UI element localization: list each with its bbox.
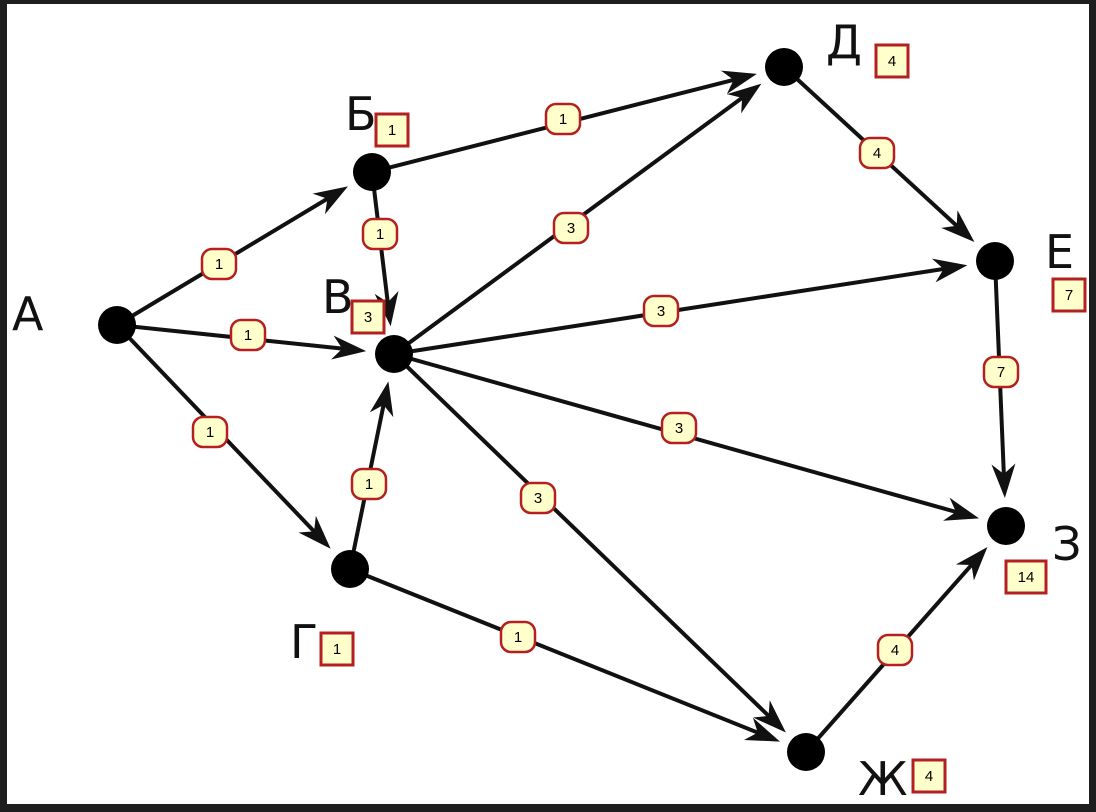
node-label: В bbox=[322, 270, 354, 324]
edge-weight-box bbox=[642, 294, 680, 328]
node-Zh bbox=[787, 733, 825, 771]
arrowhead-icon bbox=[331, 335, 367, 360]
node-label: Б bbox=[345, 87, 377, 141]
edge-G-Zh bbox=[349, 567, 774, 741]
node-Z bbox=[987, 507, 1025, 545]
node-value: 14 bbox=[1018, 569, 1035, 586]
edge-weight-box bbox=[499, 620, 537, 654]
node-label: З bbox=[1052, 517, 1082, 571]
edge-weight-box bbox=[361, 217, 399, 251]
arrowhead-icon bbox=[955, 546, 988, 581]
edge-weight-box bbox=[544, 102, 582, 136]
edge-weight: 4 bbox=[891, 642, 899, 659]
node-value: 1 bbox=[333, 641, 341, 658]
node-value: 4 bbox=[925, 768, 933, 785]
node-label: Д bbox=[826, 15, 862, 69]
edge-weight: 1 bbox=[365, 476, 373, 493]
edge-weight-box bbox=[876, 633, 914, 667]
node-value-box bbox=[911, 758, 947, 794]
arrowhead-icon bbox=[931, 258, 968, 283]
arrowhead-icon bbox=[369, 381, 394, 418]
node-value: 3 bbox=[364, 309, 372, 326]
arrowhead-icon bbox=[943, 497, 980, 521]
edge-weight: 1 bbox=[376, 226, 384, 243]
arrowhead-icon bbox=[991, 463, 1016, 499]
node-V bbox=[375, 335, 413, 373]
arrowhead-icon bbox=[726, 83, 762, 114]
edge-weight: 1 bbox=[559, 111, 567, 128]
edge-weight-box bbox=[519, 481, 557, 515]
edge-V-Zh bbox=[392, 352, 782, 729]
edge-weight-box bbox=[660, 411, 698, 445]
node-label: Ж bbox=[858, 752, 908, 804]
arrowhead-icon bbox=[743, 717, 781, 742]
arrowhead-icon bbox=[720, 70, 757, 94]
node-E bbox=[976, 242, 1014, 280]
edge-weight-box bbox=[552, 211, 590, 245]
edge-weight: 4 bbox=[873, 145, 881, 162]
node-label: Г bbox=[290, 615, 318, 669]
node-value-box bbox=[374, 112, 410, 148]
node-G bbox=[331, 550, 369, 588]
node-value-box bbox=[1051, 277, 1087, 313]
node-value-box bbox=[874, 43, 910, 79]
edge-weight: 7 bbox=[997, 364, 1005, 381]
edge-weight-box bbox=[191, 415, 229, 449]
node-value-box bbox=[319, 631, 355, 667]
arrowhead-icon bbox=[753, 700, 786, 733]
node-value-box bbox=[1004, 559, 1048, 595]
node-value: 1 bbox=[388, 122, 396, 139]
edge-weight: 1 bbox=[514, 629, 522, 646]
edge-weight: 3 bbox=[534, 490, 542, 507]
edge-weight: 3 bbox=[567, 220, 575, 237]
arrowhead-icon bbox=[312, 186, 348, 215]
edge-weight-box bbox=[200, 247, 238, 281]
node-value-box bbox=[350, 299, 386, 335]
edge-weight-box bbox=[858, 136, 896, 170]
edge-weight: 1 bbox=[206, 424, 214, 441]
node-value: 7 bbox=[1065, 287, 1073, 304]
edge-weight-box bbox=[229, 318, 267, 352]
edge-weight-box bbox=[982, 355, 1020, 389]
node-label: А bbox=[12, 287, 44, 341]
node-label: Е bbox=[1045, 225, 1074, 279]
arrowhead-icon bbox=[941, 210, 975, 243]
node-D bbox=[765, 48, 803, 86]
arrowhead-icon bbox=[298, 515, 331, 549]
edge-weight-box bbox=[350, 467, 388, 501]
edge-weight: 1 bbox=[215, 256, 223, 273]
edge-weight: 3 bbox=[657, 303, 665, 320]
edge-weight: 3 bbox=[675, 420, 683, 437]
node-A bbox=[98, 306, 136, 344]
edge-weight: 1 bbox=[244, 327, 252, 344]
node-B bbox=[353, 153, 391, 191]
node-value: 4 bbox=[888, 53, 896, 70]
